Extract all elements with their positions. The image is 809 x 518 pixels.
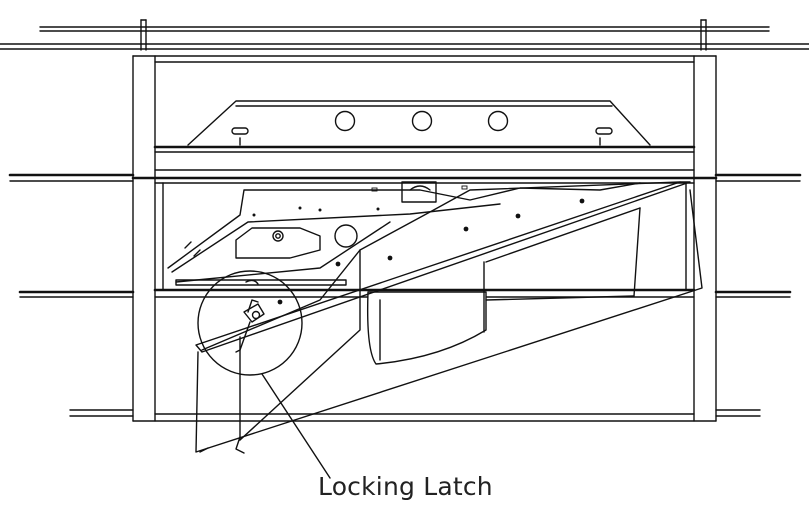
callout-circle xyxy=(197,270,303,376)
callout-leader-line xyxy=(261,373,331,479)
ceiling-top-rail xyxy=(0,19,809,51)
bracket-hole-1 xyxy=(334,110,356,132)
callout-label: Locking Latch xyxy=(318,472,493,501)
internal-chassis xyxy=(167,181,641,286)
callout-marker xyxy=(197,270,331,479)
bracket-hole-2 xyxy=(411,110,433,132)
blower-housing xyxy=(367,261,487,365)
locking-latch xyxy=(235,279,265,353)
ceiling-side-rails xyxy=(8,173,802,417)
bracket-hole-3 xyxy=(487,110,509,132)
upper-bracket xyxy=(187,100,651,146)
